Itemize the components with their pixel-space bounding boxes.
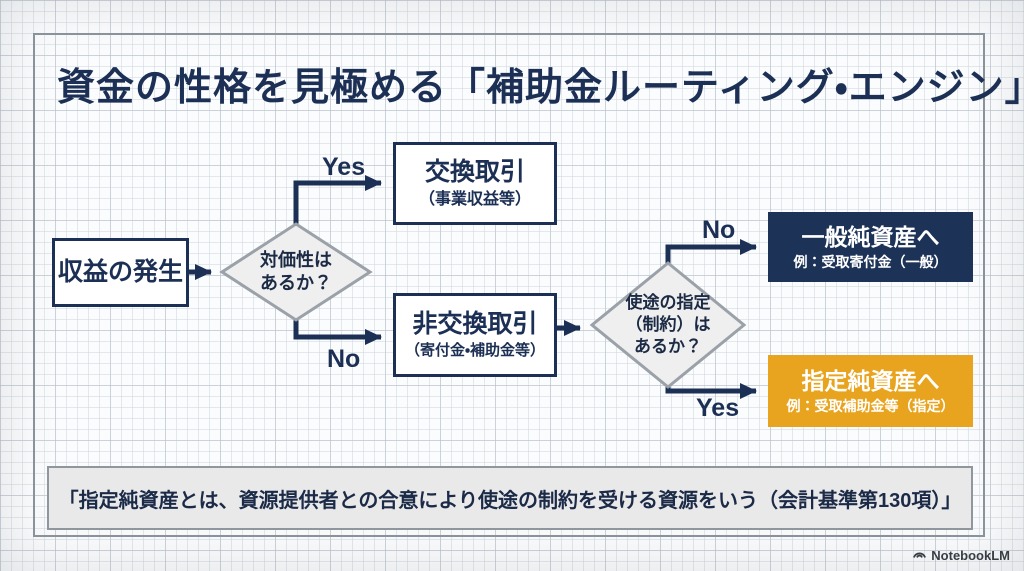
branch-label-no1: No bbox=[327, 345, 361, 373]
start-box-label: 収益の発生 bbox=[57, 257, 183, 286]
designated-net-assets-subtitle: 例：受取補助金等（指定） bbox=[786, 397, 955, 414]
start-box: 収益の発生 bbox=[52, 238, 189, 307]
non-exchange-box: 非交換取引 （寄付金・補助金等） bbox=[393, 293, 557, 377]
general-net-assets-title: 一般純資産へ bbox=[801, 223, 940, 250]
content-frame-border bbox=[33, 33, 985, 537]
general-net-assets-subtitle: 例：受取寄付金（一般） bbox=[793, 253, 948, 270]
non-exchange-box-subtitle: （寄付金・補助金等） bbox=[404, 342, 546, 360]
non-exchange-box-title: 非交換取引 bbox=[412, 310, 538, 338]
general-net-assets-box: 一般純資産へ 例：受取寄付金（一般） bbox=[768, 212, 973, 282]
notebooklm-watermark: NotebookLM bbox=[912, 548, 1010, 563]
designated-net-assets-title: 指定純資産へ bbox=[801, 367, 940, 394]
notebooklm-logo-icon bbox=[913, 552, 927, 558]
definition-note-text: 「指定純資産とは、資源提供者との合意により使途の制約を受ける資源をいう（会計基準… bbox=[58, 489, 962, 512]
designated-net-assets-box: 指定純資産へ 例：受取補助金等（指定） bbox=[768, 355, 973, 427]
notebooklm-watermark-label: NotebookLM bbox=[931, 548, 1010, 563]
definition-note: 「指定純資産とは、資源提供者との合意により使途の制約を受ける資源をいう（会計基準… bbox=[47, 466, 973, 530]
arrow-decision2-yes bbox=[665, 383, 757, 399]
decision1-diamond bbox=[219, 222, 373, 322]
branch-label-yes2: Yes bbox=[696, 394, 740, 422]
exchange-box-title: 交換取引 bbox=[424, 157, 525, 186]
arrow-decision1-no bbox=[293, 318, 382, 345]
branch-label-no2: No bbox=[702, 216, 736, 244]
exchange-box: 交換取引 （事業収益等） bbox=[393, 142, 557, 225]
decision2-diamond bbox=[589, 261, 747, 389]
arrow-decision1-yes bbox=[293, 175, 382, 226]
page-title: 資金の性格を見極める「補助金ルーティング・エンジン」 bbox=[57, 67, 1024, 109]
arrow-decision2-no bbox=[665, 239, 757, 265]
branch-label-yes1: Yes bbox=[322, 153, 366, 181]
exchange-box-subtitle: （事業収益等） bbox=[418, 191, 531, 209]
